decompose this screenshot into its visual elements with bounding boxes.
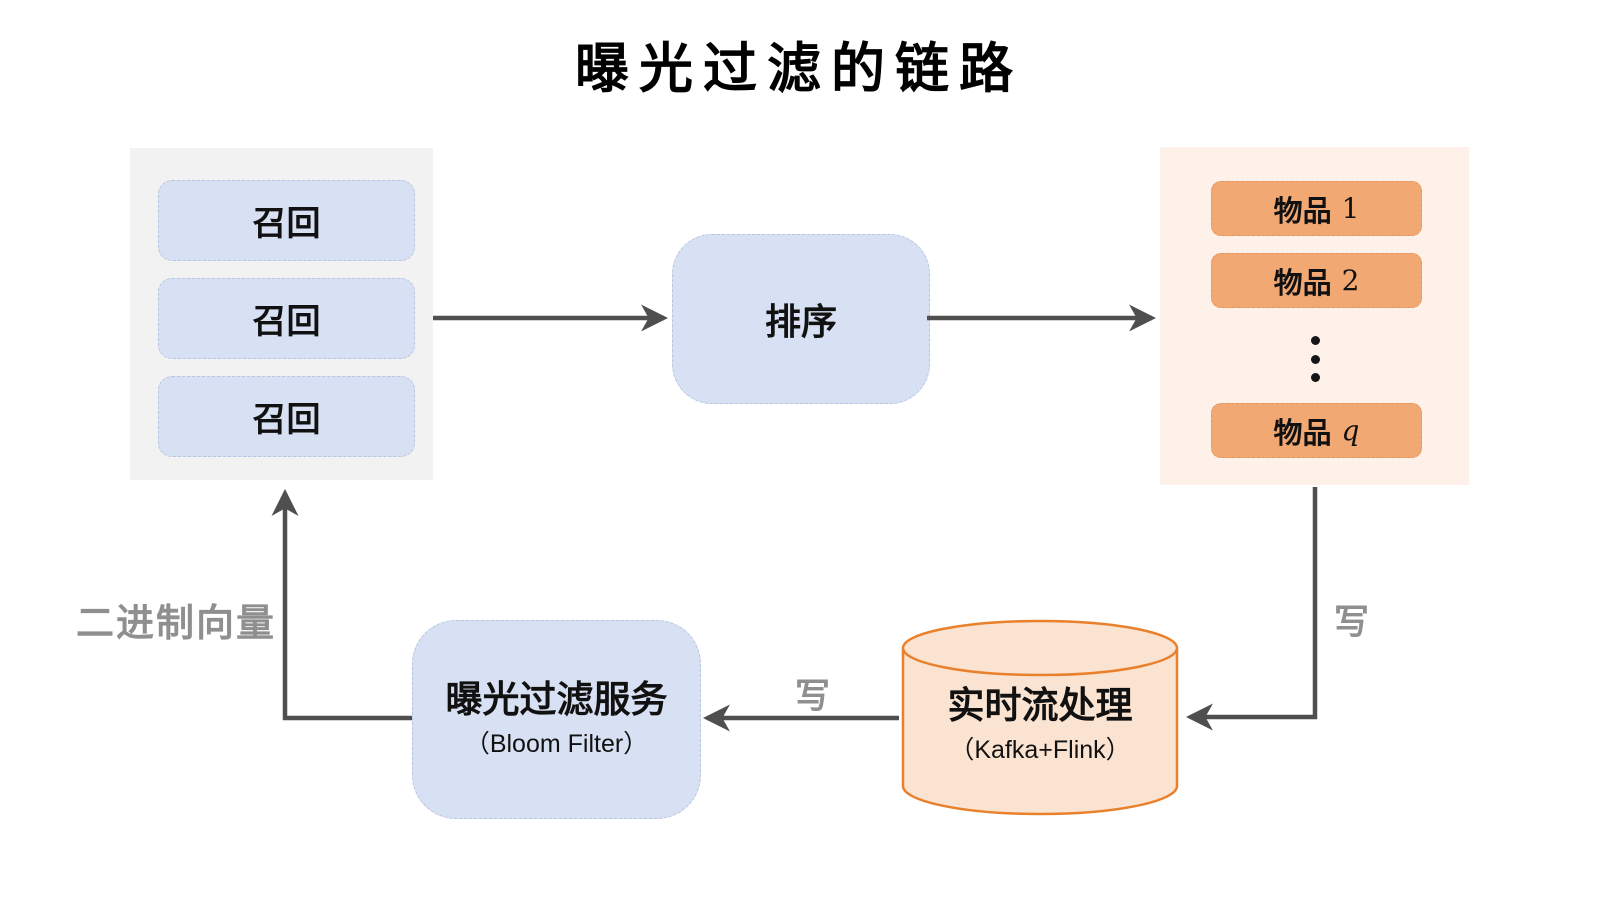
item-label-prefix: 物品 (1273, 267, 1332, 300)
recall-box-2: 召回 (158, 278, 415, 359)
item-label-num: q (1341, 414, 1360, 447)
recall-label: 召回 (252, 401, 321, 439)
stream-title: 实时流处理 (947, 684, 1133, 726)
recall-box-3: 召回 (158, 376, 415, 457)
exposure-filter-box: 曝光过滤服务 （Bloom Filter） (412, 620, 701, 819)
cylinder-top (901, 619, 1179, 677)
item-label-prefix: 物品 (1273, 417, 1332, 450)
dot (1310, 354, 1320, 364)
exposure-filter-subtitle: （Bloom Filter） (464, 729, 649, 758)
exposure-filter-title: 曝光过滤服务 (445, 679, 668, 721)
rank-label: 排序 (764, 301, 837, 342)
item-label-prefix: 物品 (1273, 195, 1332, 228)
page-title: 曝光过滤的链路 (575, 39, 1023, 99)
recall-box-1: 召回 (158, 180, 415, 261)
stream-subtitle: （Kafka+Flink） (949, 736, 1131, 765)
label-binary-vector: 二进制向量 (76, 603, 277, 645)
stream-cylinder (901, 619, 1179, 816)
arrow-items-to-stream (1185, 487, 1318, 731)
cylinder-body (901, 648, 1179, 816)
stream-cylinder-text: 实时流处理 （Kafka+Flink） (900, 646, 1180, 806)
item-box-q: 物品 q (1211, 403, 1422, 458)
item-label-num: 2 (1341, 264, 1360, 297)
dot (1310, 336, 1320, 345)
recall-label: 召回 (252, 205, 321, 243)
item-box-1: 物品 1 (1211, 181, 1422, 236)
arrow-filter-to-recall (271, 488, 412, 721)
label-write-stream-to-filter: 写 (795, 677, 831, 716)
item-label-num: 1 (1341, 192, 1360, 225)
item-box-2: 物品 2 (1211, 253, 1422, 308)
vertical-ellipsis-icon (1303, 336, 1327, 382)
label-write-items-to-stream: 写 (1334, 603, 1370, 642)
rank-box: 排序 (672, 234, 930, 404)
dot (1310, 373, 1320, 382)
recall-label: 召回 (252, 303, 321, 341)
